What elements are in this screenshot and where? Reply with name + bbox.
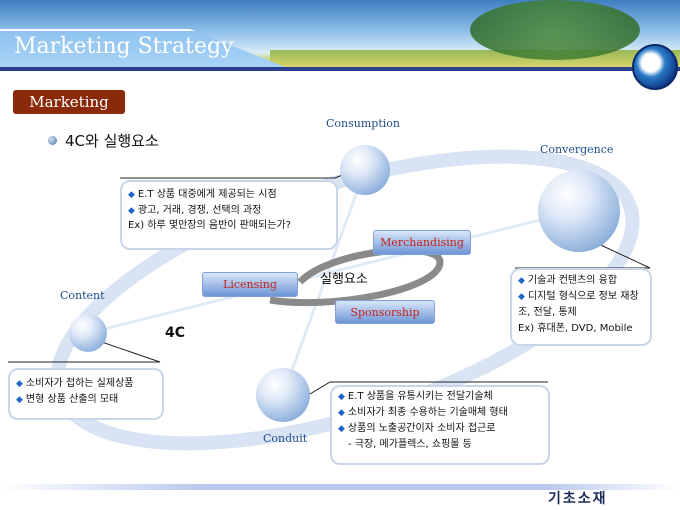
list-item: 소비자가 접하는 실제상품 bbox=[25, 378, 134, 389]
list-item: 상품의 노출공간이자 소비자 접근로 bbox=[347, 423, 496, 434]
list-item: 디지털 형식으로 정보 재창조, 전달, 통제 bbox=[518, 291, 639, 318]
content-label: Content bbox=[60, 289, 105, 302]
example-text: Ex) 하루 몇만장의 음반이 판매되는가? bbox=[128, 220, 291, 231]
connector-lines bbox=[87, 169, 581, 396]
convergence-sphere bbox=[538, 170, 620, 252]
execution-label: 실행요소 bbox=[320, 272, 368, 287]
sponsorship-button[interactable]: Sponsorship bbox=[335, 300, 435, 324]
footer-logo: 기초소재 bbox=[548, 491, 608, 507]
four-c-label: 4C bbox=[165, 325, 186, 341]
section-badge: Marketing bbox=[13, 90, 125, 114]
example-text: Ex) 휴대폰, DVD, Mobile bbox=[518, 323, 633, 334]
tree-image bbox=[470, 0, 640, 60]
company-logo-icon bbox=[632, 44, 678, 90]
consumption-sphere bbox=[340, 145, 390, 195]
list-item: 변형 상품 산출의 모태 bbox=[25, 394, 119, 405]
list-item: E.T 상품을 유통시키는 전달기술체 bbox=[347, 391, 493, 402]
bullet-icon bbox=[48, 136, 57, 145]
footer-bar bbox=[0, 484, 680, 490]
list-subitem: - 극장, 메가플렉스, 쇼핑몰 등 bbox=[348, 439, 472, 450]
licensing-button[interactable]: Licensing bbox=[202, 272, 298, 297]
list-item: 광고, 거래, 경쟁, 선택의 과정 bbox=[137, 205, 262, 216]
list-item: 기술과 컨텐츠의 융합 bbox=[527, 275, 618, 286]
consumption-label: Consumption bbox=[326, 117, 400, 130]
subtitle: 4C와 실행요소 bbox=[48, 130, 159, 151]
list-item: E.T 상품 대중에게 제공되는 시점 bbox=[137, 189, 277, 200]
header-divider bbox=[0, 67, 680, 71]
convergence-box: ◆기술과 컨텐츠의 융합 ◆디지털 형식으로 정보 재창조, 전달, 통제 Ex… bbox=[510, 268, 652, 346]
consumption-box: ◆E.T 상품 대중에게 제공되는 시점 ◆광고, 거래, 경쟁, 선택의 과정… bbox=[120, 180, 338, 250]
conduit-box: ◆E.T 상품을 유통시키는 전달기술체 ◆소비자가 최종 수용하는 기술매체 … bbox=[330, 385, 550, 465]
conduit-sphere bbox=[256, 368, 310, 422]
list-item: 소비자가 최종 수용하는 기술매체 형태 bbox=[347, 407, 508, 418]
execution-swirl bbox=[269, 246, 444, 307]
merchandising-button[interactable]: Merchandising bbox=[373, 230, 471, 255]
content-box: ◆소비자가 접하는 실제상품 ◆변형 상품 산출의 모태 bbox=[8, 368, 164, 420]
content-sphere bbox=[69, 314, 107, 352]
subtitle-text: 4C와 실행요소 bbox=[65, 132, 159, 150]
page-title: Marketing Strategy bbox=[14, 34, 234, 59]
convergence-label: Convergence bbox=[540, 143, 614, 156]
conduit-label: Conduit bbox=[263, 432, 308, 445]
